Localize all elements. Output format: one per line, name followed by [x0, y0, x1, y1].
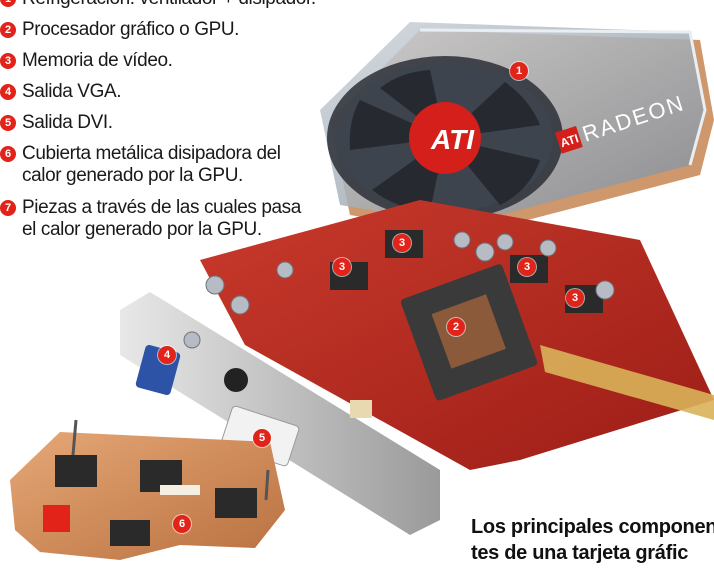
thermal-pad — [110, 520, 150, 546]
thermal-pad — [215, 488, 257, 518]
legend-item: 1 Refrigeración: ventilador + disipador. — [0, 0, 316, 10]
gpu-die — [431, 294, 506, 369]
legend-item: 5 Salida DVI. — [0, 112, 113, 134]
callout-6: 6 — [173, 515, 191, 533]
callout-5: 5 — [253, 429, 271, 447]
caption-line: tes de una tarjeta gráfic — [471, 542, 689, 564]
callout-3: 3 — [393, 234, 411, 252]
legend-text: Salida VGA. — [22, 81, 122, 102]
legend-text: Procesador gráfico o GPU. — [22, 19, 240, 40]
legend-number-badge: 7 — [0, 200, 16, 216]
legend-number-badge: 3 — [0, 53, 16, 69]
legend-item: 4 Salida VGA. — [0, 81, 122, 103]
thermal-pad — [55, 455, 97, 487]
plate-label — [160, 485, 200, 495]
legend-number-badge: 2 — [0, 22, 16, 38]
legend-text: Salida DVI. — [22, 112, 113, 133]
callout-1: 1 — [510, 62, 528, 80]
callout-3: 3 — [333, 258, 351, 276]
callout-2: 2 — [447, 318, 465, 336]
legend-number-badge: 6 — [0, 146, 16, 162]
svideo-connector — [224, 368, 248, 392]
legend-number-badge: 5 — [0, 115, 16, 131]
legend-item: 2 Procesador gráfico o GPU. — [0, 19, 239, 41]
ati-fan-logo-text: ATI — [430, 124, 475, 155]
figure-caption: Los principales componen tes de una tarj… — [471, 514, 714, 566]
legend-text: Refrigeración: ventilador + disipador. — [22, 0, 316, 10]
callout-4: 4 — [158, 346, 176, 364]
legend-text: Memoria de vídeo. — [22, 50, 173, 71]
callout-3: 3 — [566, 289, 584, 307]
legend-text: Piezas a través de las cuales pasa el ca… — [22, 197, 301, 240]
legend-number-badge: 1 — [0, 0, 16, 7]
legend-number-badge: 4 — [0, 84, 16, 100]
legend-item: 3 Memoria de vídeo. — [0, 50, 173, 72]
cooler-assembly: ATI ATI RADEON — [320, 22, 714, 235]
ati-badge-text: ATI — [559, 131, 581, 150]
legend-item: 7 Piezas a través de las cuales pasa el … — [0, 197, 301, 241]
legend-marker-square — [43, 505, 70, 532]
component — [350, 400, 372, 418]
caption-line: Los principales componen — [471, 516, 714, 538]
heat-spreader-plate — [10, 419, 285, 560]
legend-item: 6 Cubierta metálica disipadora del calor… — [0, 143, 281, 187]
callout-3: 3 — [518, 258, 536, 276]
legend-text: Cubierta metálica disipadora del calor g… — [22, 143, 281, 186]
